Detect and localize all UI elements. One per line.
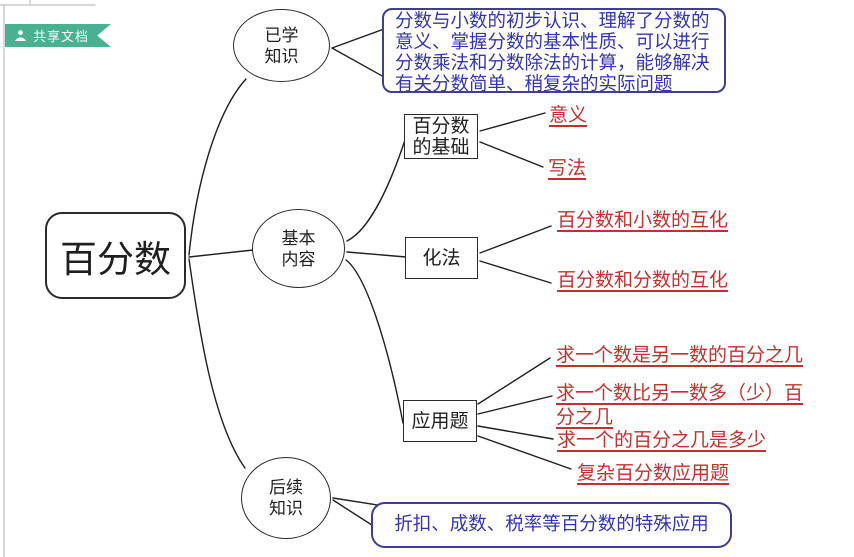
connector-root-future xyxy=(188,258,246,469)
connector-conversion-leaf1 xyxy=(479,225,552,254)
connector-learned-note-top xyxy=(331,28,385,49)
leaf-find-value-of-percent[interactable]: 求一个的百分之几是多少 xyxy=(557,430,767,451)
leaf-percent-fraction-conversion[interactable]: 百分数和分数的互化 xyxy=(557,270,729,291)
note-future-label: 折扣、成数、税率等百分数的特殊应用 xyxy=(394,514,709,535)
box-percentage-foundation: 百分数 的基础 xyxy=(404,114,478,159)
box-application-label: 应用题 xyxy=(411,410,469,432)
connector-application-leaf3 xyxy=(477,425,554,440)
branch-basic-line2: 内容 xyxy=(281,249,316,269)
leaf-percent-decimal-conversion[interactable]: 百分数和小数的互化 xyxy=(557,210,729,231)
connector-learned-note-bottom xyxy=(331,47,385,78)
connector-foundation-leaf1 xyxy=(479,112,546,132)
box-conversion: 化法 xyxy=(405,237,478,279)
branch-future-line2: 知识 xyxy=(269,499,303,518)
box-foundation-line2: 的基础 xyxy=(412,136,470,158)
branch-basic-line1: 基本 xyxy=(281,228,316,248)
connector-application-leaf2 xyxy=(477,395,553,415)
box-foundation-line1: 百分数 xyxy=(412,115,470,137)
note-future-knowledge: 折扣、成数、税率等百分数的特殊应用 xyxy=(371,502,732,548)
root-node-label: 百分数 xyxy=(60,239,171,281)
shared-doc-badge-label: 共享文档 xyxy=(33,29,90,44)
branch-learned-line1: 已学 xyxy=(264,25,299,45)
box-conversion-label: 化法 xyxy=(422,247,461,269)
connector-application-leaf1 xyxy=(477,357,551,405)
connector-root-learned xyxy=(188,78,247,256)
box-application-problems: 应用题 xyxy=(403,400,477,442)
page-top-edge xyxy=(0,0,96,6)
leaf-meaning[interactable]: 意义 xyxy=(549,105,588,126)
leaf-find-percent-of-another[interactable]: 求一个数是另一数的百分之几 xyxy=(556,345,804,366)
connector-foundation-leaf2 xyxy=(479,141,544,168)
shared-doc-badge[interactable]: 共享文档 xyxy=(5,24,111,47)
person-icon xyxy=(15,30,26,41)
root-node-percentage: 百分数 xyxy=(45,212,186,299)
leaf-complex-percent-problems[interactable]: 复杂百分数应用题 xyxy=(577,463,730,484)
connector-root-basic xyxy=(188,249,254,258)
connector-conversion-leaf2 xyxy=(479,260,552,284)
note-learned-knowledge: 分数与小数的初步认识、理解了分数的意义、掌握分数的基本性质、可以进行分数乘法和分… xyxy=(382,8,726,95)
connector-basic-conversion xyxy=(346,251,407,258)
connector-basic-application xyxy=(345,259,404,424)
leaf-notation[interactable]: 写法 xyxy=(548,158,587,179)
branch-learned-knowledge: 已学 知识 xyxy=(233,9,330,82)
branch-learned-line2: 知识 xyxy=(264,46,299,66)
branch-basic-content: 基本 内容 xyxy=(252,209,345,288)
connector-basic-foundation xyxy=(346,139,406,242)
leaf-find-percent-more-or-less[interactable]: 求一个数比另一数多（少）百分之几 xyxy=(556,383,804,428)
branch-future-knowledge: 后续 知识 xyxy=(241,457,331,539)
branch-future-line1: 后续 xyxy=(269,478,303,497)
